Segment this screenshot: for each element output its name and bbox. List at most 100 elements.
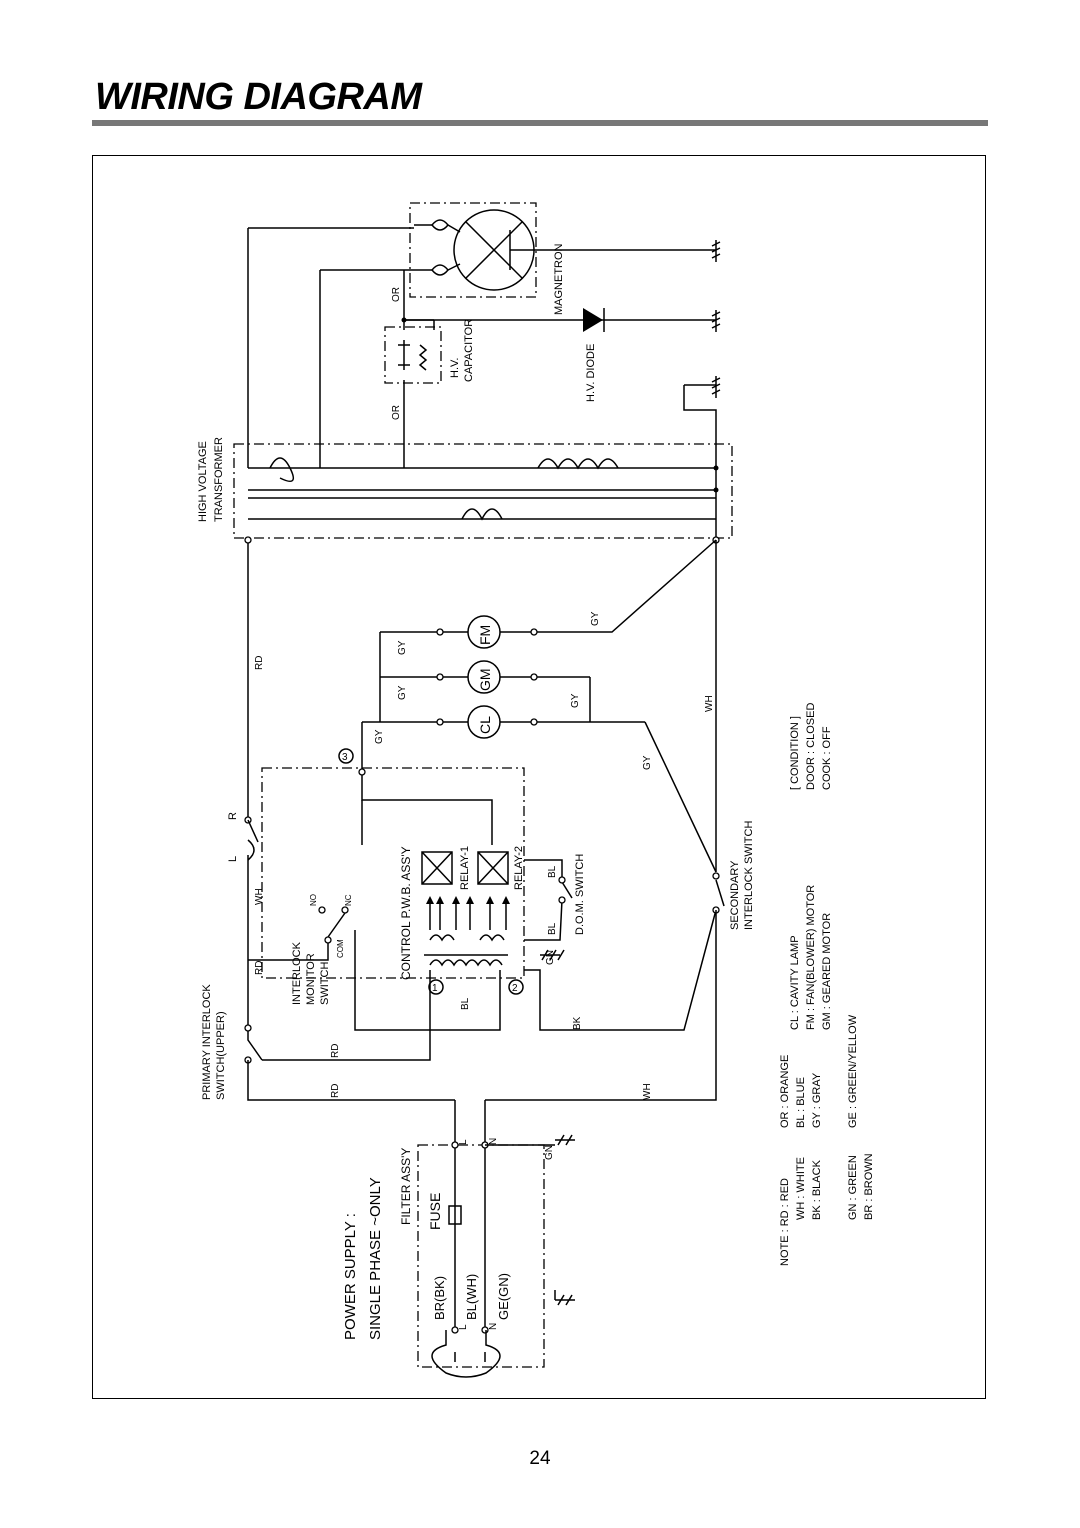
hv-capacitor: H.V. CAPACITOR <box>384 319 475 384</box>
no-label: NO <box>309 894 318 906</box>
secondary-switch-label-2: INTERLOCK SWITCH <box>743 821 755 930</box>
com-label: COM <box>336 939 345 958</box>
legend-ge: GE : GREEN/YELLOW <box>847 1014 859 1128</box>
bl-wh-label: BL(WH) <box>464 1274 479 1320</box>
geared-motor-label: GM <box>477 668 493 691</box>
magnetron: MAGNETRON <box>409 202 716 315</box>
ground-symbols <box>683 240 721 540</box>
monitor-switch-label-2: MONITOR <box>305 953 317 1005</box>
marker-2: 2 <box>512 983 518 994</box>
wire-label-rd-3: RD <box>330 1044 341 1058</box>
control-pwb: 3 RELAY-1 RELAY-2 CONTROL P.W.B. ASS'Y 1… <box>261 722 525 1061</box>
cavity-lamp: CL GY GY GY GY GY <box>362 632 717 873</box>
wire-label-gy-5: GY <box>374 729 385 744</box>
power-plug <box>431 1330 501 1378</box>
wire-label-bl-1: BL <box>460 997 471 1010</box>
l-label-top: L <box>458 1139 469 1145</box>
l-label-switch: L <box>227 856 239 862</box>
wire-label-rd-2: RD <box>254 961 265 975</box>
power-supply-line2: SINGLE PHASE ~ONLY <box>367 1177 384 1340</box>
fan-motor: FM <box>380 615 538 649</box>
wire-label-rd-4: RD <box>330 1084 341 1098</box>
page-number: 24 <box>529 1448 551 1469</box>
monitor-switch-label-3: SWITCH <box>319 962 331 1005</box>
n-label-bottom: N <box>488 1323 499 1330</box>
component-legend: CL : CAVITY LAMP FM : FAN(BLOWER) MOTOR … <box>789 885 833 1030</box>
dom-switch: BL BL D.O.M. SWITCH GN BK <box>524 854 717 1031</box>
hv-diode: H.V. DIODE <box>404 308 716 402</box>
wire-label-rd-1: RD <box>254 656 265 670</box>
wire-label-wh-1: WH <box>704 695 715 712</box>
dom-switch-label: D.O.M. SWITCH <box>574 854 586 935</box>
wire-label-gy-3: GY <box>397 685 408 700</box>
l-label-bottom: L <box>458 1324 469 1330</box>
primary-switch-label-1: PRIMARY INTERLOCK <box>201 984 213 1100</box>
hv-transformer: HIGH VOLTAGE TRANSFORMER <box>197 437 733 539</box>
wire-label-gn-1: GN <box>545 950 556 965</box>
fuse-label: FUSE <box>427 1193 443 1230</box>
r-label: R <box>227 812 239 820</box>
control-pwb-label: CONTROL P.W.B. ASS'Y <box>399 846 413 980</box>
wire-label-bl-2: BL <box>547 865 558 878</box>
title-underline <box>92 120 988 126</box>
fan-motor-label: FM <box>477 625 493 645</box>
relay-2-label: RELAY-2 <box>513 846 525 890</box>
wire-label-or-top: OR <box>391 287 402 302</box>
wire-label-gy-4: GY <box>570 693 581 708</box>
diagram-frame <box>92 155 986 1399</box>
ge-gn-label: GE(GN) <box>496 1273 511 1320</box>
hv-capacitor-label-2: CAPACITOR <box>463 319 475 382</box>
hv-transformer-label-1: HIGH VOLTAGE <box>197 441 209 522</box>
hv-capacitor-label-1: H.V. <box>449 358 461 378</box>
legend-note-rd: NOTE : RD : RED <box>779 1178 791 1266</box>
relay-1-label: RELAY-1 <box>459 846 471 890</box>
legend-cl: CL : CAVITY LAMP <box>789 935 801 1030</box>
primary-switch-label-2: SWITCH(UPPER) <box>215 1011 227 1100</box>
hv-wiring: OR OR <box>247 227 719 493</box>
legend-br: BR : BROWN <box>863 1153 875 1220</box>
monitor-switch-label-1: INTERLOCK <box>291 941 303 1005</box>
filter-assy: FUSE FILTER ASS'Y L N L N GN <box>399 1100 575 1368</box>
wire-label-wh-3: WH <box>642 1083 653 1100</box>
legend-gy: GY : GRAY <box>811 1072 823 1128</box>
wire-label-bk-1: BK <box>572 1016 583 1030</box>
magnetron-label: MAGNETRON <box>553 243 565 315</box>
legend-fm: FM : FAN(BLOWER) MOTOR <box>805 885 817 1030</box>
hv-transformer-label-2: TRANSFORMER <box>213 437 225 522</box>
condition-legend: [ CONDITION ] DOOR : CLOSED COOK : OFF <box>789 703 833 790</box>
wire-label-bl-3: BL <box>547 922 558 935</box>
interlock-monitor-switch: NO NC COM INTERLOCK MONITOR SWITCH <box>248 894 353 1005</box>
color-legend: NOTE : RD : RED WH : WHITE BK : BLACK GN… <box>779 1014 875 1266</box>
legend-gm: GM : GEARED MOTOR <box>821 913 833 1030</box>
filter-assy-label: FILTER ASS'Y <box>399 1148 413 1225</box>
legend-bk: BK : BLACK <box>811 1159 823 1220</box>
marker-3: 3 <box>342 752 348 763</box>
power-supply-line1: POWER SUPPLY : <box>342 1213 359 1340</box>
neutral-wiring: WH <box>485 910 717 1101</box>
legend-gn: GN : GREEN <box>847 1155 859 1220</box>
wire-label-gy-1: GY <box>590 611 601 626</box>
secondary-interlock-switch: SECONDARY INTERLOCK SWITCH <box>712 821 755 930</box>
legend-wh: WH : WHITE <box>795 1157 807 1220</box>
wire-label-gy-6: GY <box>642 755 653 770</box>
geared-motor: GM <box>380 660 590 694</box>
primary-interlock-switch: R L WH RD PRIMARY INTERLOCK SWITCH(UPPER… <box>201 812 455 1101</box>
condition-door: DOOR : CLOSED <box>805 703 817 790</box>
wire-label-gy-2: GY <box>397 640 408 655</box>
wire-label-gn-2: GN <box>544 1145 555 1160</box>
secondary-switch-label-1: SECONDARY <box>729 860 741 930</box>
wire-label-or-bottom: OR <box>391 405 402 420</box>
br-bk-label: BR(BK) <box>432 1276 447 1320</box>
legend-or: OR : ORANGE <box>779 1055 791 1128</box>
cavity-lamp-label: CL <box>477 716 493 734</box>
n-label-top: N <box>488 1138 499 1145</box>
legend-bl: BL : BLUE <box>795 1077 807 1128</box>
nc-label: NC <box>344 894 353 906</box>
page-title: WIRING DIAGRAM <box>95 76 422 118</box>
marker-1: 1 <box>432 983 438 994</box>
power-supply-labels: POWER SUPPLY : SINGLE PHASE ~ONLY BR(BK)… <box>342 1177 511 1340</box>
load-wiring: GY RD WH <box>244 536 720 872</box>
wire-label-wh-2: WH <box>254 888 265 905</box>
hv-diode-label: H.V. DIODE <box>585 344 597 402</box>
